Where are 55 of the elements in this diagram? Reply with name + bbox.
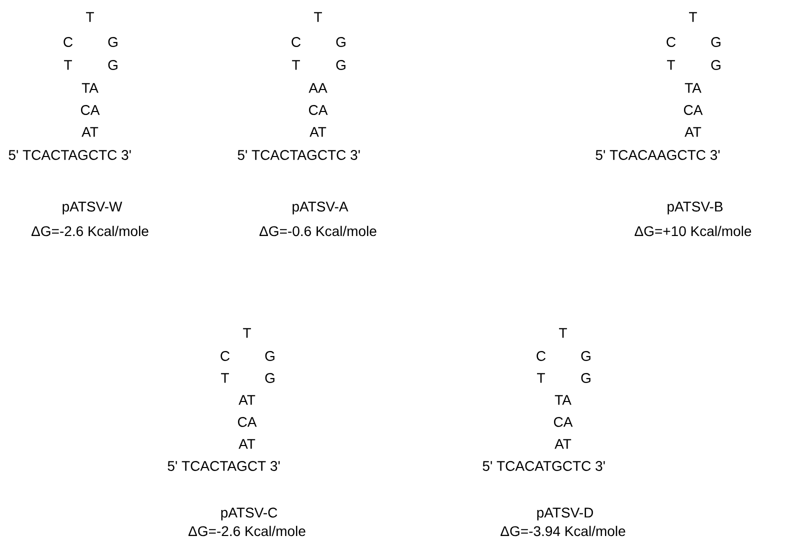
loop-base: G bbox=[711, 60, 720, 70]
loop-base: G bbox=[336, 60, 346, 70]
loop-base: T bbox=[689, 12, 697, 22]
sequence-text: 5' TCACTAGCTC 3' bbox=[238, 150, 360, 160]
free-energy-label: ΔG=+10 Kcal/mole bbox=[634, 226, 752, 236]
base-pair: CA bbox=[81, 105, 100, 115]
loop-base: G bbox=[265, 351, 274, 361]
loop-base: T bbox=[314, 12, 322, 22]
loop-base: C bbox=[64, 37, 73, 47]
loop-base: G bbox=[108, 37, 118, 47]
loop-base: T bbox=[559, 328, 567, 338]
loop-base: G bbox=[108, 60, 118, 70]
loop-base: T bbox=[243, 328, 251, 338]
base-pair: CA bbox=[309, 105, 328, 115]
base-pair: TA bbox=[684, 83, 702, 93]
plasmid-name: pATSV-B bbox=[668, 202, 723, 214]
loop-base: C bbox=[536, 351, 546, 361]
base-pair: AT bbox=[554, 439, 572, 449]
sequence-text: 5' TCACTAGCT 3' bbox=[168, 461, 280, 471]
loop-base: T bbox=[64, 60, 72, 70]
loop-base: G bbox=[336, 37, 346, 47]
sequence-text: 5' TCACTAGCTC 3' bbox=[8, 150, 131, 160]
loop-base: C bbox=[220, 351, 230, 361]
plasmid-name: pATSV-D bbox=[537, 508, 593, 520]
plasmid-name: pATSV-W bbox=[62, 202, 122, 214]
base-pair: AT bbox=[310, 127, 326, 137]
loop-base: C bbox=[292, 37, 301, 47]
base-pair: CA bbox=[554, 417, 573, 427]
loop-base: T bbox=[667, 60, 675, 70]
loop-base: T bbox=[537, 373, 545, 383]
plasmid-name: pATSV-A bbox=[292, 202, 348, 214]
loop-base: C bbox=[666, 37, 676, 47]
sequence-text: 5' TCACAAGCTC 3' bbox=[596, 150, 720, 160]
base-pair: TA bbox=[82, 83, 98, 93]
base-pair: AT bbox=[238, 395, 256, 405]
free-energy-label: ΔG=-3.94 Kcal/mole bbox=[500, 526, 626, 536]
sequence-text: 5' TCACATGCTC 3' bbox=[482, 461, 605, 471]
free-energy-label: ΔG=-2.6 Kcal/mole bbox=[31, 226, 148, 236]
base-pair: TA bbox=[554, 395, 572, 405]
loop-base: G bbox=[265, 373, 274, 383]
loop-base: G bbox=[711, 37, 720, 47]
plasmid-name: pATSV-C bbox=[221, 508, 278, 520]
loop-base: T bbox=[221, 373, 229, 383]
loop-base: G bbox=[581, 351, 590, 361]
free-energy-label: ΔG=-0.6 Kcal/mole bbox=[259, 226, 376, 236]
base-pair: CA bbox=[238, 417, 257, 427]
loop-base: T bbox=[292, 60, 300, 70]
base-pair: AT bbox=[238, 439, 256, 449]
base-pair: AT bbox=[82, 127, 98, 137]
base-pair: CA bbox=[684, 105, 703, 115]
base-pair: AA bbox=[308, 83, 328, 93]
loop-base: T bbox=[86, 12, 94, 22]
loop-base: G bbox=[581, 373, 590, 383]
free-energy-label: ΔG=-2.6 Kcal/mole bbox=[188, 526, 306, 536]
base-pair: AT bbox=[684, 127, 702, 137]
